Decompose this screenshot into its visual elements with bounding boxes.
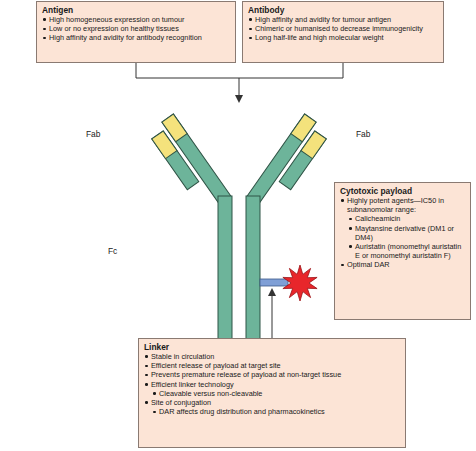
bullet-item: Low or no expression on healthy tissues	[42, 24, 230, 33]
connector-lines	[136, 62, 343, 338]
light-chain	[152, 131, 199, 190]
part-label: Fab	[86, 129, 100, 139]
bullet-item: Stable in circulation	[144, 352, 400, 361]
info-box: Cytotoxic payloadHighly potent agents—IC…	[334, 182, 471, 320]
bullet-item: Highly potent agents—IC50 in subnanomola…	[340, 196, 465, 214]
box-heading: Cytotoxic payload	[340, 186, 465, 196]
part-label: Fab	[356, 129, 370, 139]
bullet-item: Calicheamicin	[340, 214, 465, 223]
leader-line	[239, 78, 240, 96]
payload-star	[283, 265, 317, 301]
bullet-item: Maytansine derivative (DM1 or DM4)	[340, 224, 465, 242]
bullet-item: Optimal DAR	[340, 260, 465, 269]
leader-line	[136, 62, 137, 78]
leader-line	[343, 62, 344, 78]
bullet-item: High affinity and avidity for tumour ant…	[248, 15, 438, 24]
bullet-item: DAR affects drug distribution and pharma…	[144, 407, 400, 416]
leader-line	[272, 295, 273, 338]
variable-region	[301, 131, 326, 159]
bullet-item: Auristatin (monomethyl auristatin E or m…	[340, 242, 465, 260]
arrow-head	[235, 95, 243, 103]
box-heading: Antibody	[248, 5, 438, 15]
bullet-item: Cleavable versus non-cleavable	[144, 389, 400, 398]
box-heading: Antigen	[42, 5, 230, 15]
bullet-item: Chimeric or humanised to decrease immuno…	[248, 24, 438, 33]
linker-bar	[260, 279, 288, 286]
part-label: Fc	[108, 246, 117, 256]
bullet-item: Prevents premature release of payload at…	[144, 370, 400, 379]
box-heading: Linker	[144, 342, 400, 352]
bullet-item: Site of conjugation	[144, 398, 400, 407]
bullet-item: High affinity and avidity for antibody r…	[42, 33, 230, 42]
bullet-item: Efficient release of payload at target s…	[144, 361, 400, 370]
info-box: LinkerStable in circulationEfficient rel…	[138, 338, 406, 448]
variable-region	[152, 131, 177, 159]
bullet-item: High homogeneous expression on tumour	[42, 15, 230, 24]
info-box: AntibodyHigh affinity and avidity for tu…	[242, 1, 444, 63]
bullet-item: Long half-life and high molecular weight	[248, 33, 438, 42]
info-box: AntigenHigh homogeneous expression on tu…	[36, 1, 236, 63]
light-chain	[279, 131, 326, 190]
bullet-item: Efficient linker technology	[144, 380, 400, 389]
arrow-head	[268, 288, 276, 296]
